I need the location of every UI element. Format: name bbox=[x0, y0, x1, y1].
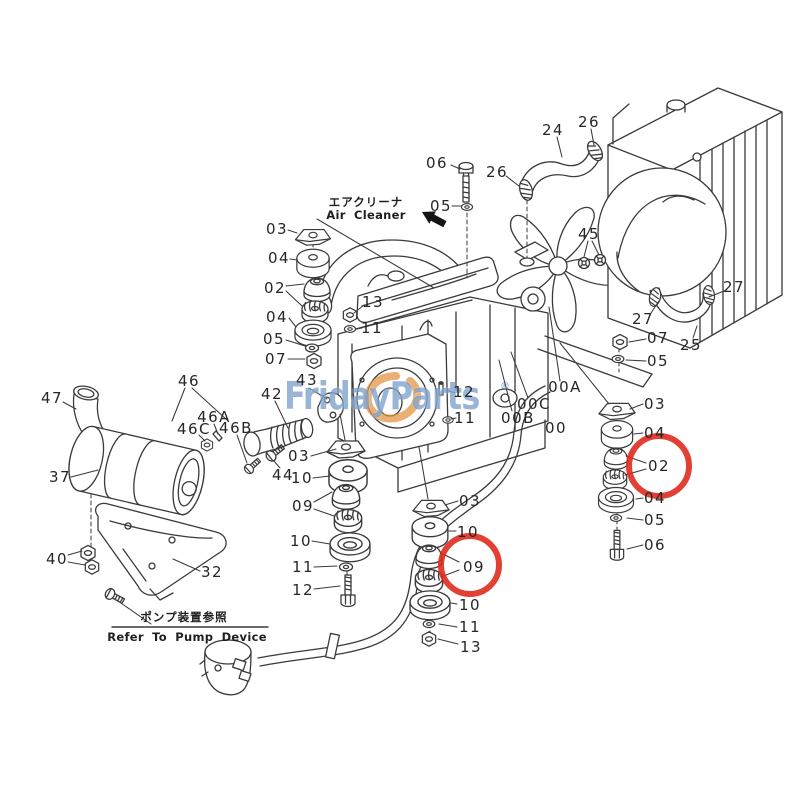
callout-06: 06 bbox=[425, 154, 449, 172]
callout-00: 00 bbox=[544, 419, 568, 437]
exhaust-gasket bbox=[317, 392, 345, 423]
callout-11: 11 bbox=[360, 319, 384, 337]
pump-device bbox=[199, 639, 252, 696]
callout-46C: 46C bbox=[176, 420, 212, 438]
callout-04: 04 bbox=[267, 249, 291, 267]
callout-04: 04 bbox=[643, 424, 667, 442]
callout-43: 43 bbox=[295, 371, 319, 389]
callout-00C: 00C bbox=[516, 395, 552, 413]
callout-05: 05 bbox=[262, 330, 286, 348]
muffler bbox=[68, 385, 205, 516]
highlight-circle-09 bbox=[438, 533, 502, 597]
callout-02: 02 bbox=[263, 279, 287, 297]
callout-12: 12 bbox=[291, 581, 315, 599]
callout-02: 02 bbox=[647, 457, 671, 475]
air-cleaner-label-jp: エアクリーナ bbox=[328, 195, 404, 209]
highlight-circle-02 bbox=[626, 433, 692, 499]
callout-46A: 46A bbox=[197, 408, 231, 426]
pin-46a bbox=[212, 430, 223, 442]
callout-07: 07 bbox=[264, 350, 288, 368]
leader-lines bbox=[62, 128, 725, 645]
radiator bbox=[597, 87, 783, 349]
watermark-logo: FridayParts bbox=[284, 374, 480, 418]
callout-12: 12 bbox=[452, 383, 476, 401]
callout-10: 10 bbox=[290, 469, 314, 487]
callout-03: 03 bbox=[265, 220, 289, 238]
pump-ref-label-en: Refer To Pump Device bbox=[107, 630, 267, 644]
callout-06: 06 bbox=[643, 536, 667, 554]
radiator-upper-hose bbox=[519, 149, 601, 194]
callout-05: 05 bbox=[643, 511, 667, 529]
callout-03: 03 bbox=[643, 395, 667, 413]
callout-00B: 00B bbox=[501, 409, 535, 427]
callout-09: 09 bbox=[291, 497, 315, 515]
watermark-registered-icon: ® bbox=[500, 381, 510, 392]
callout-47: 47 bbox=[40, 389, 64, 407]
callout-25: 25 bbox=[679, 336, 703, 354]
callout-27: 27 bbox=[631, 310, 655, 328]
callout-09: 09 bbox=[462, 558, 486, 576]
fan-blades bbox=[496, 206, 624, 333]
callout-40: 40 bbox=[45, 550, 69, 568]
callout-03: 03 bbox=[287, 447, 311, 465]
callout-11: 11 bbox=[291, 558, 315, 576]
callout-04: 04 bbox=[265, 308, 289, 326]
muffler-bracket bbox=[94, 502, 227, 601]
watermark-swirl-icon bbox=[363, 371, 422, 423]
callout-03: 03 bbox=[458, 492, 482, 510]
air-cleaner-label-en: Air Cleaner bbox=[326, 208, 406, 222]
callout-00A: 00A bbox=[548, 378, 582, 396]
callout-32: 32 bbox=[200, 563, 224, 581]
callout-10: 10 bbox=[456, 523, 480, 541]
callout-10: 10 bbox=[289, 532, 313, 550]
callout-24: 24 bbox=[541, 121, 565, 139]
callout-44: 44 bbox=[271, 466, 295, 484]
callout-46: 46 bbox=[177, 372, 201, 390]
callout-11: 11 bbox=[453, 409, 477, 427]
pump-ref-label-jp: ポンプ装置参照 bbox=[140, 610, 228, 624]
callout-07: 07 bbox=[646, 329, 670, 347]
callout-13: 13 bbox=[459, 638, 483, 656]
callout-37: 37 bbox=[48, 468, 72, 486]
callout-46B: 46B bbox=[219, 419, 253, 437]
callout-10: 10 bbox=[458, 596, 482, 614]
direction-arrow-icon bbox=[422, 211, 447, 228]
callout-05: 05 bbox=[646, 352, 670, 370]
callout-04: 04 bbox=[643, 489, 667, 507]
callout-42: 42 bbox=[260, 385, 284, 403]
callout-27: 27 bbox=[722, 278, 746, 296]
callout-13: 13 bbox=[361, 293, 385, 311]
valve-cover bbox=[356, 256, 499, 324]
callout-26: 26 bbox=[577, 113, 601, 131]
callout-26: 26 bbox=[485, 163, 509, 181]
flex-exhaust-tube bbox=[243, 417, 314, 457]
callout-45: 45 bbox=[577, 225, 601, 243]
callout-05: 05 bbox=[429, 197, 453, 215]
callout-11: 11 bbox=[458, 618, 482, 636]
